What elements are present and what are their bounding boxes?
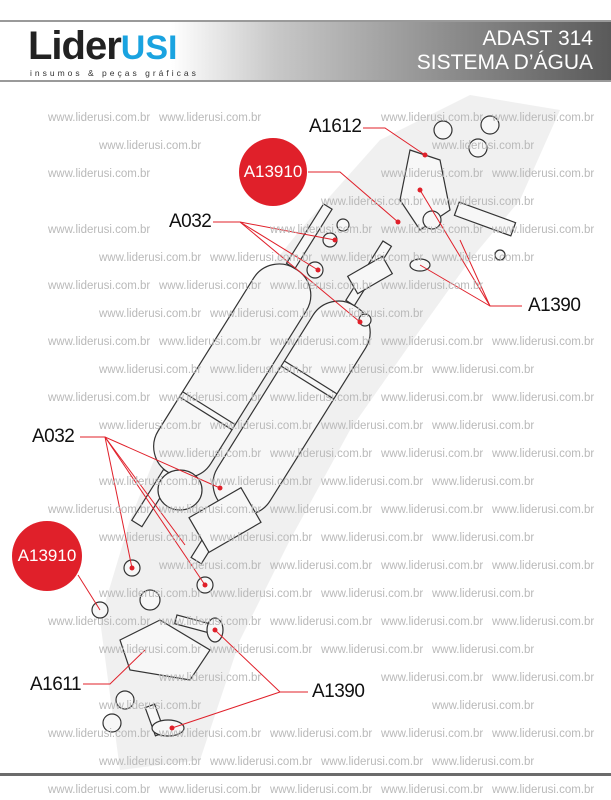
roller-assembly	[91, 115, 517, 737]
page-title: ADAST 314 SISTEMA D’ÁGUA	[417, 27, 593, 75]
logo-tagline: insumos & peças gráficas	[30, 68, 199, 78]
logo-text-blue: USI	[120, 29, 178, 67]
callout-a1612: A1612	[307, 116, 364, 138]
callout-dots	[129, 152, 428, 731]
header-banner: LiderUSI insumos & peças gráficas ADAST …	[0, 20, 611, 82]
callout-a032-bottom: A032	[30, 426, 77, 448]
footer-divider	[0, 773, 611, 776]
liderusi-logo: LiderUSI insumos & peças gráficas	[28, 24, 196, 78]
machine-model: ADAST 314	[482, 27, 593, 50]
callout-a032-top: A032	[167, 211, 214, 233]
logo-text-dark: Lider	[28, 24, 122, 68]
callout-a13910-bottom: A13910	[12, 521, 82, 591]
leader-lines	[77, 127, 522, 729]
callout-a1390-bottom: A1390	[310, 681, 367, 703]
callout-a1611: A1611	[28, 674, 84, 696]
callout-a13910-top: A13910	[239, 138, 307, 206]
callout-a1390-top: A1390	[526, 295, 583, 317]
system-name: SISTEMA D’ÁGUA	[416, 51, 593, 74]
paper-background	[100, 95, 560, 770]
